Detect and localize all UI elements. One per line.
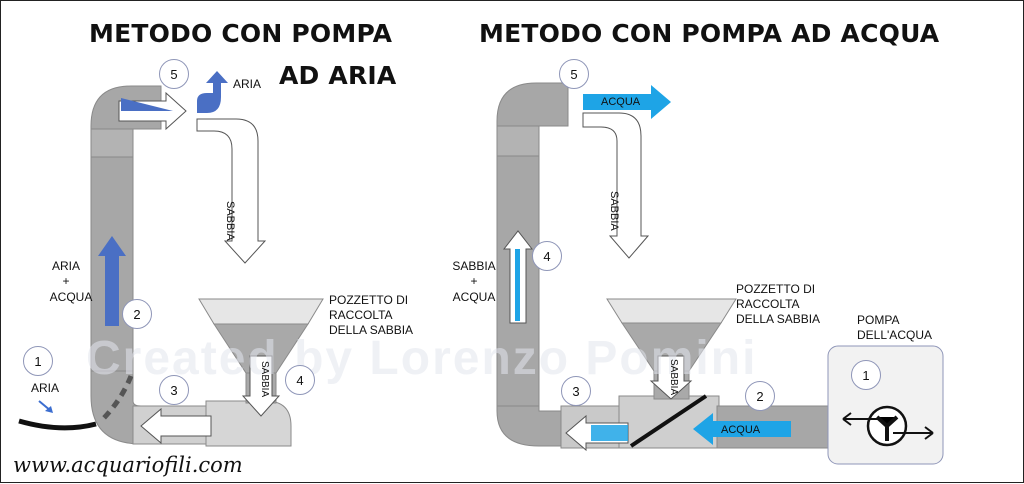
left-label-aria-acqua-2: ACQUA xyxy=(49,290,93,304)
left-label-pozzetto-1: POZZETTO DI xyxy=(329,293,409,307)
right-riser-pipe xyxy=(496,82,569,407)
left-bottom-left-arrow xyxy=(140,407,212,445)
left-label-sabbia-funnel: SABBIA xyxy=(259,361,270,398)
right-label-acqua-top: ACQUA xyxy=(601,96,641,108)
website-url: www.acquariofili.com xyxy=(13,453,243,477)
left-blue-curve-arrow xyxy=(197,71,228,113)
right-label-pompa-1: POMPA xyxy=(857,313,900,327)
right-label-acqua-inlet: ACQUA xyxy=(721,424,761,436)
right-funnel-down-arrow xyxy=(649,355,693,400)
right-label-sabbia-fall: SABBIA xyxy=(608,191,620,231)
right-label-sabbia-funnel: SABBIA xyxy=(668,359,679,396)
right-pump-box xyxy=(827,345,944,465)
watermark: Created by Lorenzo Pomini xyxy=(86,332,758,385)
left-badge-1: 1 xyxy=(23,346,53,376)
right-label-pozzetto-2: RACCOLTA xyxy=(736,297,800,311)
left-riser-joint xyxy=(90,128,134,158)
right-label-sabbia-acqua-plus: + xyxy=(470,274,478,288)
left-air-tube xyxy=(18,418,97,431)
right-title: METODO CON POMPA AD ACQUA xyxy=(479,19,940,48)
right-label-pozzetto-3: DELLA SABBIA xyxy=(736,312,821,326)
right-bottom-elbow xyxy=(496,405,562,447)
left-blue-up-arrow xyxy=(98,236,126,326)
left-badge-2: 2 xyxy=(122,299,152,329)
right-badge-5: 5 xyxy=(559,59,589,89)
right-label-pozzetto-1: POZZETTO DI xyxy=(736,282,816,296)
right-diagonal-valve xyxy=(629,394,708,448)
right-badge-3: 3 xyxy=(561,376,591,406)
right-acqua-top-arrow xyxy=(583,85,671,119)
right-badge-4: 4 xyxy=(532,241,562,271)
right-label-sabbia-acqua-1: SABBIA xyxy=(452,259,496,273)
left-badge-5: 5 xyxy=(159,59,189,89)
left-label-aria-top: ARIA xyxy=(233,77,262,91)
left-title-line1: METODO CON POMPA xyxy=(89,19,393,48)
left-label-aria-acqua-1: ARIA xyxy=(51,259,80,273)
left-label-pozzetto-3: DELLA SABBIA xyxy=(329,323,414,337)
right-riser-joint xyxy=(496,125,540,157)
right-up-arrow-blue xyxy=(515,249,520,321)
right-badge-2: 2 xyxy=(745,381,775,411)
right-label-sabbia-acqua-2: ACQUA xyxy=(452,290,496,304)
right-badge-1: 1 xyxy=(851,360,881,390)
left-blue-wedge-top xyxy=(121,98,173,111)
left-label-aria-inlet: ARIA xyxy=(31,381,60,395)
left-air-tube-dashed xyxy=(99,375,134,423)
left-label-aria-acqua-plus: + xyxy=(62,274,70,288)
right-sabbia-arrow xyxy=(582,112,650,259)
left-sabbia-arrow xyxy=(196,118,267,264)
right-funnel-top xyxy=(606,298,737,324)
left-bottom-tee xyxy=(205,400,292,447)
left-label-pozzetto-2: RACCOLTA xyxy=(329,308,393,322)
left-funnel-top xyxy=(198,298,324,325)
left-label-sabbia-fall: SABBIA xyxy=(224,201,236,241)
left-title-line2: AD ARIA xyxy=(279,61,397,90)
right-acqua-inlet-arrow xyxy=(693,413,791,445)
right-label-pompa-2: DELL'ACQUA xyxy=(857,328,932,342)
left-funnel-down-arrow xyxy=(241,355,281,417)
left-badge-3: 3 xyxy=(159,375,189,405)
left-badge-4: 4 xyxy=(285,365,315,395)
